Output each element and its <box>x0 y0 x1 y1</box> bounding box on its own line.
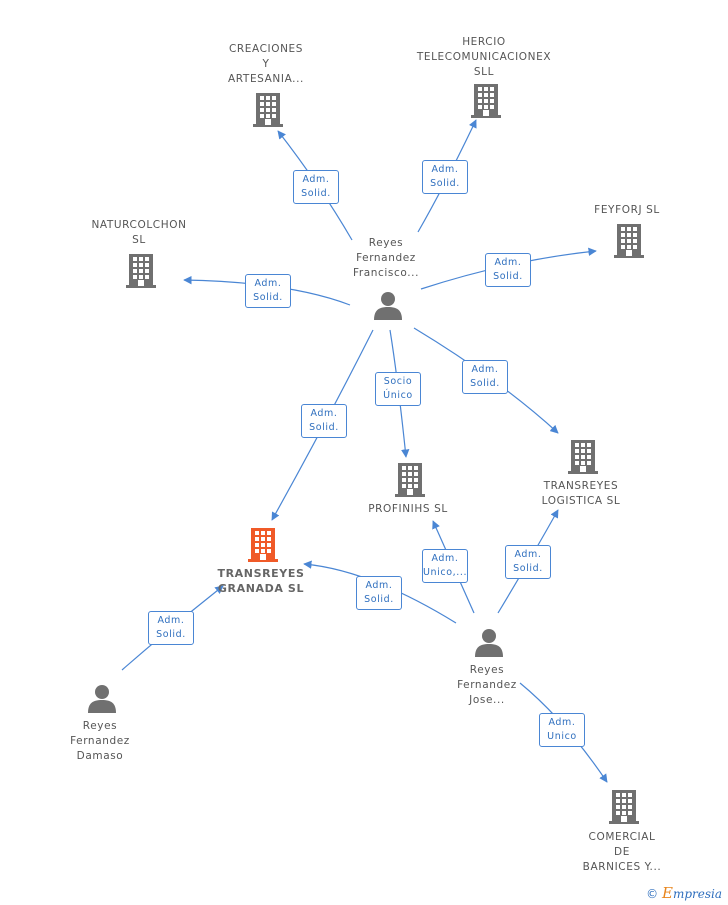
edge-label-line: Adm. <box>431 164 459 175</box>
edge-label-reyes_jose-to-transreyes_logistica[interactable]: Adm. Solid. <box>505 545 551 579</box>
node-label-naturcolchon[interactable]: NATURCOLCHON SL <box>91 218 186 248</box>
edge-label-line: Adm. <box>157 615 185 626</box>
edge-label-line: Solid. <box>493 271 523 282</box>
edge-label-line: Adm. <box>310 408 338 419</box>
node-label-line: Fernandez <box>356 252 416 264</box>
node-label-line: COMERCIAL <box>588 831 656 843</box>
node-label-line: Fernandez <box>70 735 130 747</box>
edge-label-reyes_francisco-to-hercio[interactable]: Adm. Solid. <box>422 160 468 194</box>
node-label-line: Damaso <box>76 750 124 762</box>
node-label-creaciones[interactable]: CREACIONES Y ARTESANIA... <box>228 42 304 87</box>
edge-label-line: Solid. <box>430 178 460 189</box>
node-label-transreyes-granada[interactable]: TRANSREYES GRANADA SL <box>217 566 304 596</box>
node-label-line: Fernandez <box>457 679 517 691</box>
node-label-line: TRANSREYES <box>217 567 305 580</box>
icons-layer <box>88 84 644 824</box>
edge-label-reyes_francisco-to-transreyes_granada[interactable]: Adm. Solid. <box>301 404 347 438</box>
edge-label-line: Solid. <box>470 378 500 389</box>
node-label-line: Reyes <box>469 664 505 676</box>
empresia-logo[interactable]: © Empresia <box>646 884 722 902</box>
edge-label-line: Solid. <box>364 594 394 605</box>
node-label-line: NATURCOLCHON <box>91 219 187 231</box>
edge-label-line: Adm. <box>548 717 576 728</box>
edge-label-reyes_damaso-to-transreyes_granada[interactable]: Adm. Solid. <box>148 611 194 645</box>
person-icon[interactable] <box>475 629 503 657</box>
edge-label-line: Solid. <box>253 292 283 303</box>
node-label-profinihs[interactable]: PROFINIHS SL <box>368 502 448 517</box>
edge-label-line: Adm. <box>431 553 459 564</box>
copyright-symbol: © <box>646 887 659 901</box>
building-icon[interactable] <box>126 254 156 288</box>
logo-text: mpresia <box>672 887 722 901</box>
edge-label-line: Solid. <box>156 629 186 640</box>
node-label-line: Jose... <box>469 694 505 706</box>
node-label-line: Y <box>262 58 270 70</box>
node-label-line: TRANSREYES <box>543 480 619 492</box>
node-label-line: TELECOMUNICACIONEX <box>416 51 552 63</box>
node-label-hercio[interactable]: HERCIO TELECOMUNICACIONEX SLL <box>417 35 551 80</box>
edge-label-line: Adm. <box>471 364 499 375</box>
node-label-line: LOGISTICA SL <box>541 495 621 507</box>
node-label-line: HERCIO <box>462 36 506 48</box>
node-label-line: Reyes <box>82 720 118 732</box>
edge-label-line: Solid. <box>513 563 543 574</box>
edge-label-reyes_jose-to-comercial[interactable]: Adm. Unico <box>539 713 585 747</box>
edge-label-line: Socio <box>383 376 413 387</box>
edge-label-line: Unico <box>547 731 577 742</box>
node-label-line: ARTESANIA... <box>228 73 304 85</box>
building-icon[interactable] <box>568 440 598 474</box>
node-label-line: SLL <box>473 66 495 78</box>
edge-label-line: Adm. <box>302 174 330 185</box>
node-label-line: FEYFORJ SL <box>594 204 660 216</box>
person-icon[interactable] <box>88 685 116 713</box>
node-label-line: CREACIONES <box>228 43 304 55</box>
edge-label-line: Único <box>383 390 413 401</box>
node-label-line: GRANADA SL <box>217 582 305 595</box>
node-label-line: BARNICES Y... <box>582 861 662 873</box>
building-icon[interactable] <box>471 84 501 118</box>
node-label-line: SL <box>132 234 146 246</box>
person-icon[interactable] <box>374 292 402 320</box>
edge-label-line: Solid. <box>309 422 339 433</box>
edge-label-reyes_francisco-to-naturcolchon[interactable]: Adm. Solid. <box>245 274 291 308</box>
node-label-line: DE <box>614 846 630 858</box>
node-label-transreyes-logistica[interactable]: TRANSREYES LOGISTICA SL <box>542 479 621 509</box>
edge-label-line: Unico,... <box>423 567 468 578</box>
node-label-line: Francisco... <box>352 267 420 279</box>
node-label-line: PROFINIHS SL <box>368 503 448 515</box>
node-label-feyforj[interactable]: FEYFORJ SL <box>594 203 660 218</box>
edge-label-reyes_francisco-to-transreyes_logistica[interactable]: Adm. Solid. <box>462 360 508 394</box>
edge-label-reyes_francisco-to-feyforj[interactable]: Adm. Solid. <box>485 253 531 287</box>
edge-label-reyes_jose-to-profinihs[interactable]: Adm. Unico,... <box>422 549 468 583</box>
edge-label-line: Adm. <box>514 549 542 560</box>
edges-layer <box>121 119 608 783</box>
focus-building-icon[interactable] <box>248 528 278 562</box>
edge-label-line: Adm. <box>254 278 282 289</box>
building-icon[interactable] <box>395 463 425 497</box>
logo-initial: E <box>661 884 673 902</box>
node-label-comercial[interactable]: COMERCIAL DE BARNICES Y... <box>583 830 662 875</box>
edge-label-reyes_francisco-to-creaciones[interactable]: Adm. Solid. <box>293 170 339 204</box>
building-icon[interactable] <box>609 790 639 824</box>
edge-label-line: Adm. <box>494 257 522 268</box>
edge-label-line: Solid. <box>301 188 331 199</box>
node-label-line: Reyes <box>368 237 404 249</box>
building-icon[interactable] <box>614 224 644 258</box>
building-icon[interactable] <box>253 93 283 127</box>
edge-label-line: Adm. <box>365 580 393 591</box>
edge-label-reyes_jose-to-transreyes_granada[interactable]: Adm. Solid. <box>356 576 402 610</box>
